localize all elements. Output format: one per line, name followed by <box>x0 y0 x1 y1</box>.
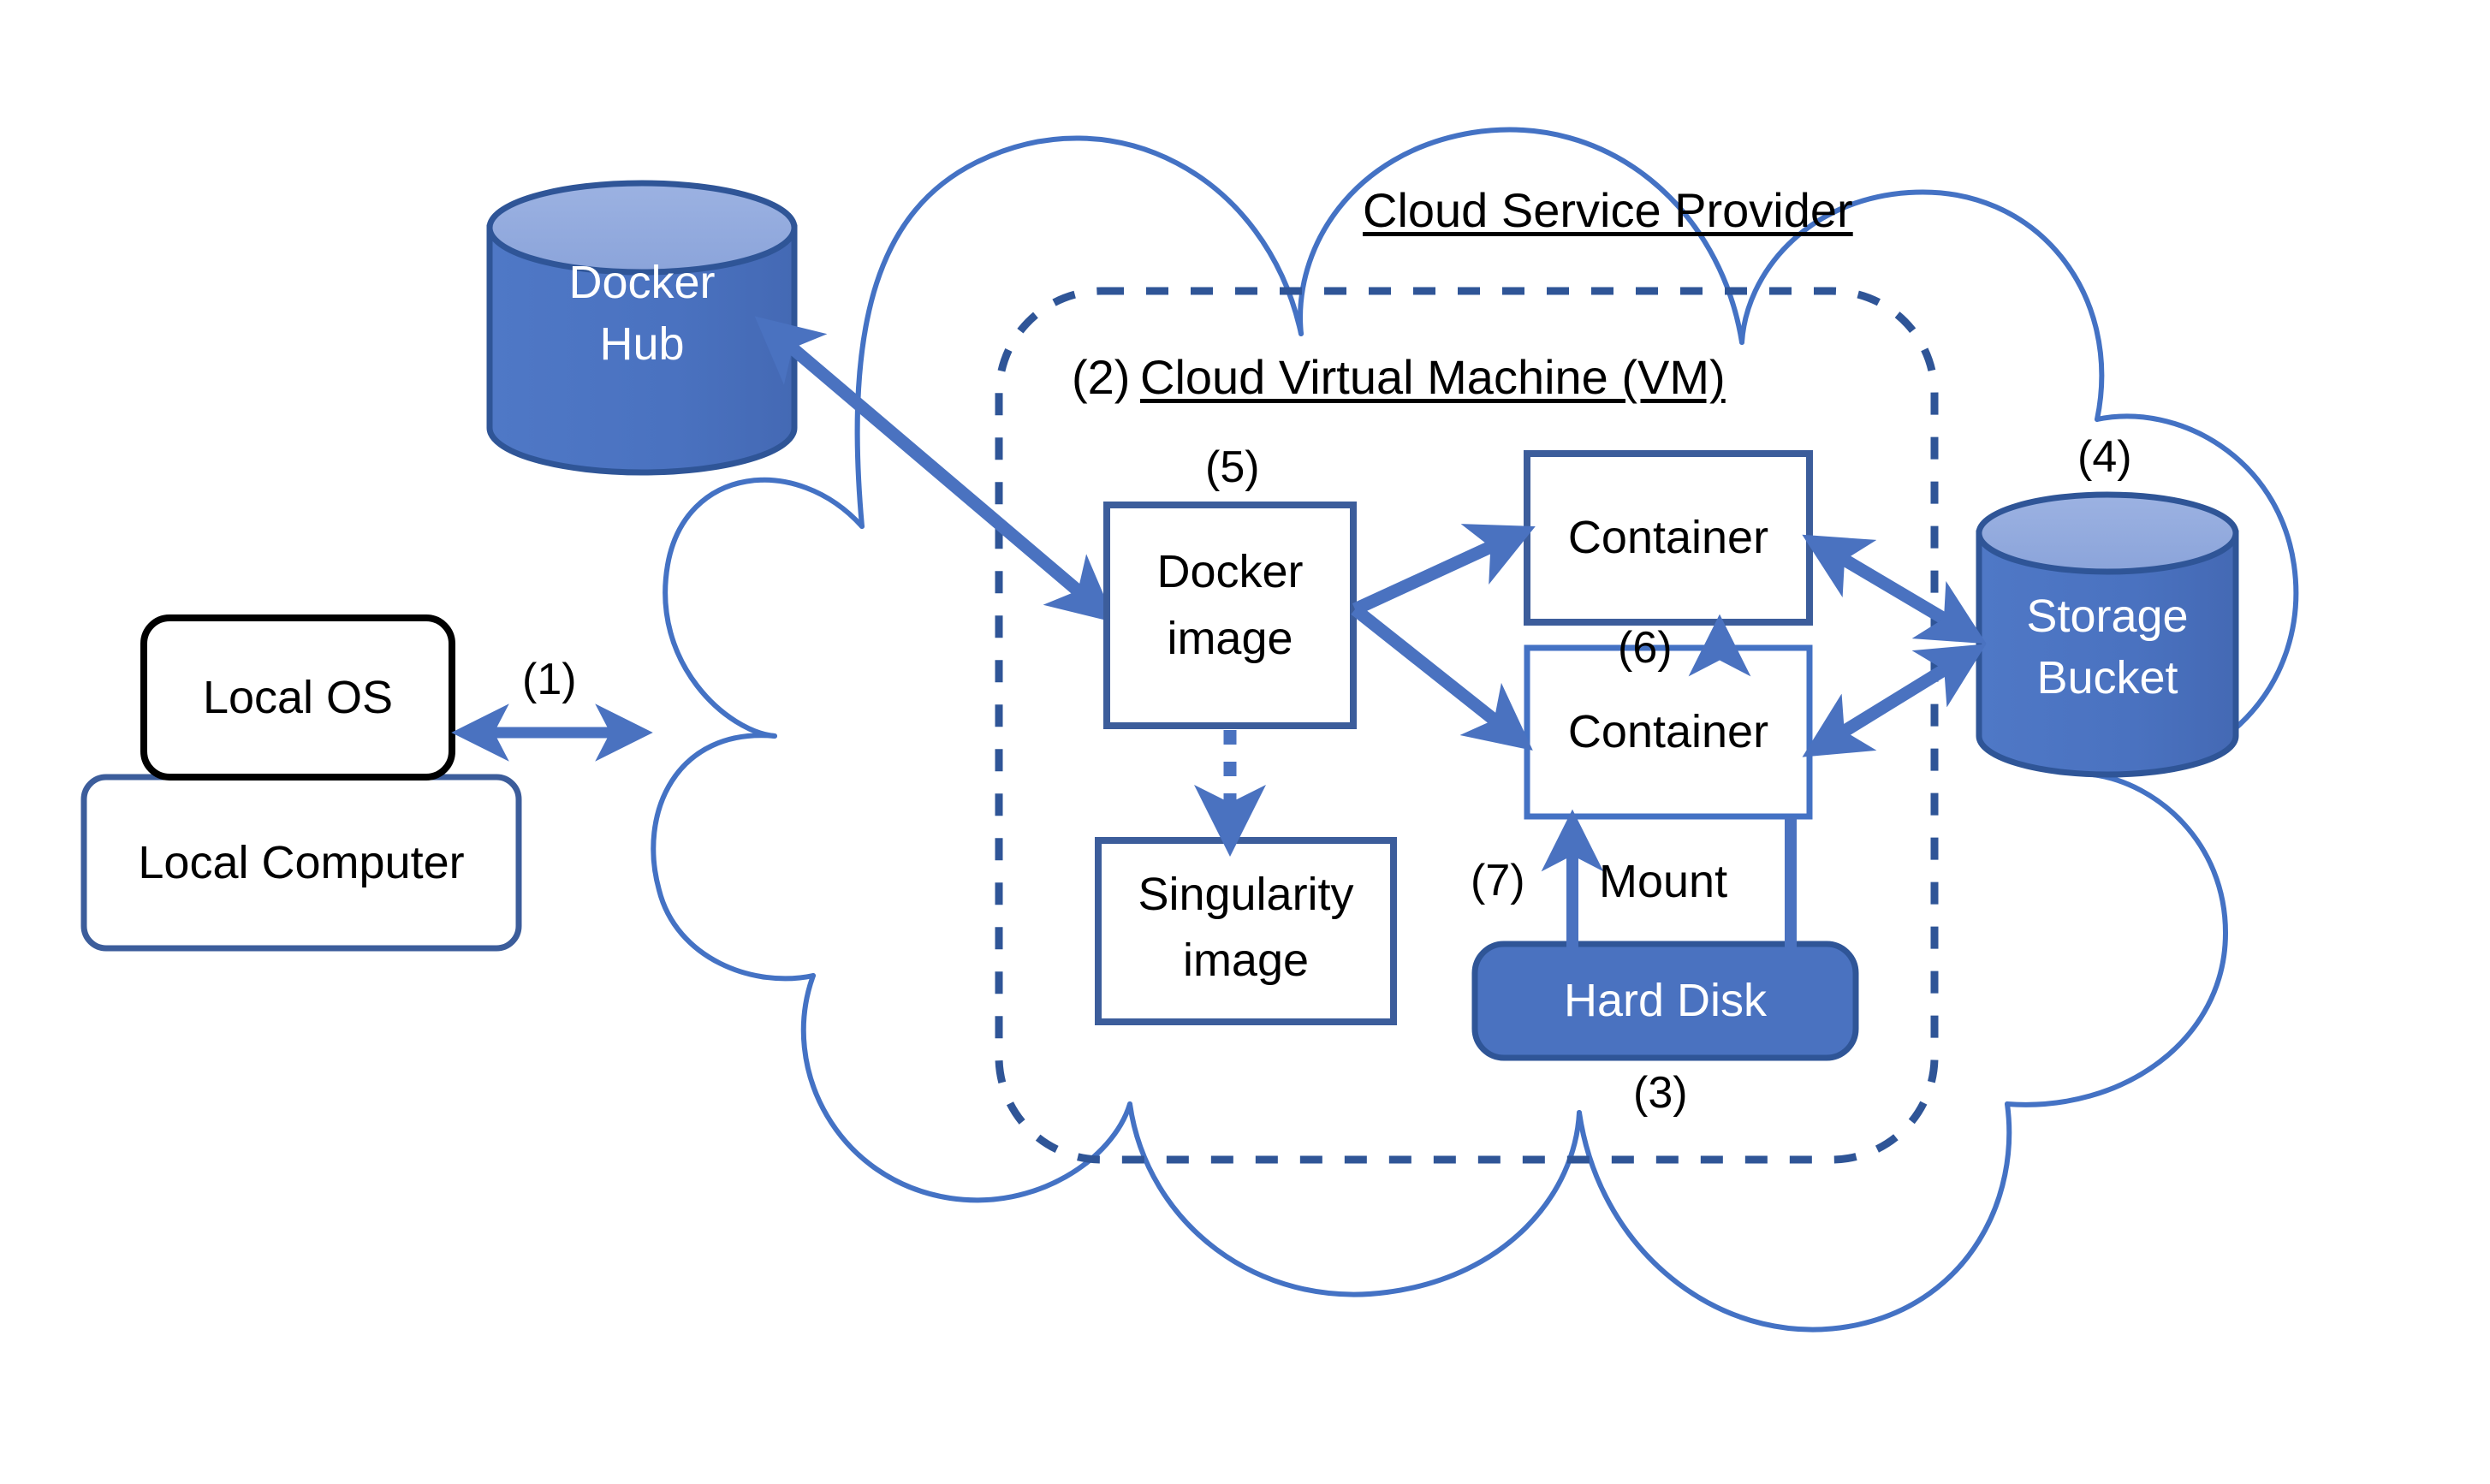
hard-disk-number: (3) <box>1633 1068 1688 1118</box>
vm-title: Cloud Virtual Machine (VM) <box>1140 350 1726 404</box>
docker-hub-cylinder <box>486 180 798 476</box>
hard-disk-box <box>1471 941 1859 1061</box>
edge-container-top-to-bucket <box>1802 534 1987 644</box>
storage-bucket-number: (4) <box>2077 432 2132 482</box>
edge-hub-to-docker-image <box>754 316 1116 623</box>
docker-hub-label-line2: Hub <box>599 318 685 370</box>
storage-bucket-label-line1: Storage <box>2026 590 2189 642</box>
container-bottom-label: Container <box>1567 706 1769 758</box>
hard-disk-label: Hard Disk <box>1563 975 1768 1027</box>
edge-image-to-container-bottom <box>1351 604 1533 751</box>
storage-bucket-cylinder <box>1976 491 2239 778</box>
singularity-image-label-line1: Singularity <box>1138 868 1354 920</box>
container-top-label: Container <box>1567 512 1769 564</box>
vm-number-label: (2) <box>1072 350 1131 404</box>
edge-label-7: (7) <box>1471 856 1525 905</box>
edge-container-bottom-to-bucket <box>1802 644 1987 757</box>
mount-label: Mount <box>1599 856 1728 907</box>
edge-label-6: (6) <box>1618 623 1673 673</box>
local-os-box <box>140 614 455 781</box>
edge-label-1: (1) <box>522 655 577 704</box>
singularity-image-box <box>1095 837 1397 1025</box>
docker-image-number: (5) <box>1205 442 1260 492</box>
container-top-box <box>1524 450 1813 626</box>
local-computer-label: Local Computer <box>138 836 465 888</box>
docker-hub-label-line1: Docker <box>568 256 716 308</box>
docker-image-label-line2: image <box>1167 612 1293 664</box>
edge-image-to-container-top <box>1352 524 1536 615</box>
cloud-provider-title: Cloud Service Provider <box>1363 183 1853 237</box>
storage-bucket-label-line2: Bucket <box>2036 651 2178 703</box>
singularity-image-label-line2: image <box>1182 934 1310 986</box>
local-os-label: Local OS <box>202 671 394 723</box>
docker-image-label-line1: Docker <box>1156 545 1304 597</box>
docker-image-box <box>1103 502 1357 729</box>
